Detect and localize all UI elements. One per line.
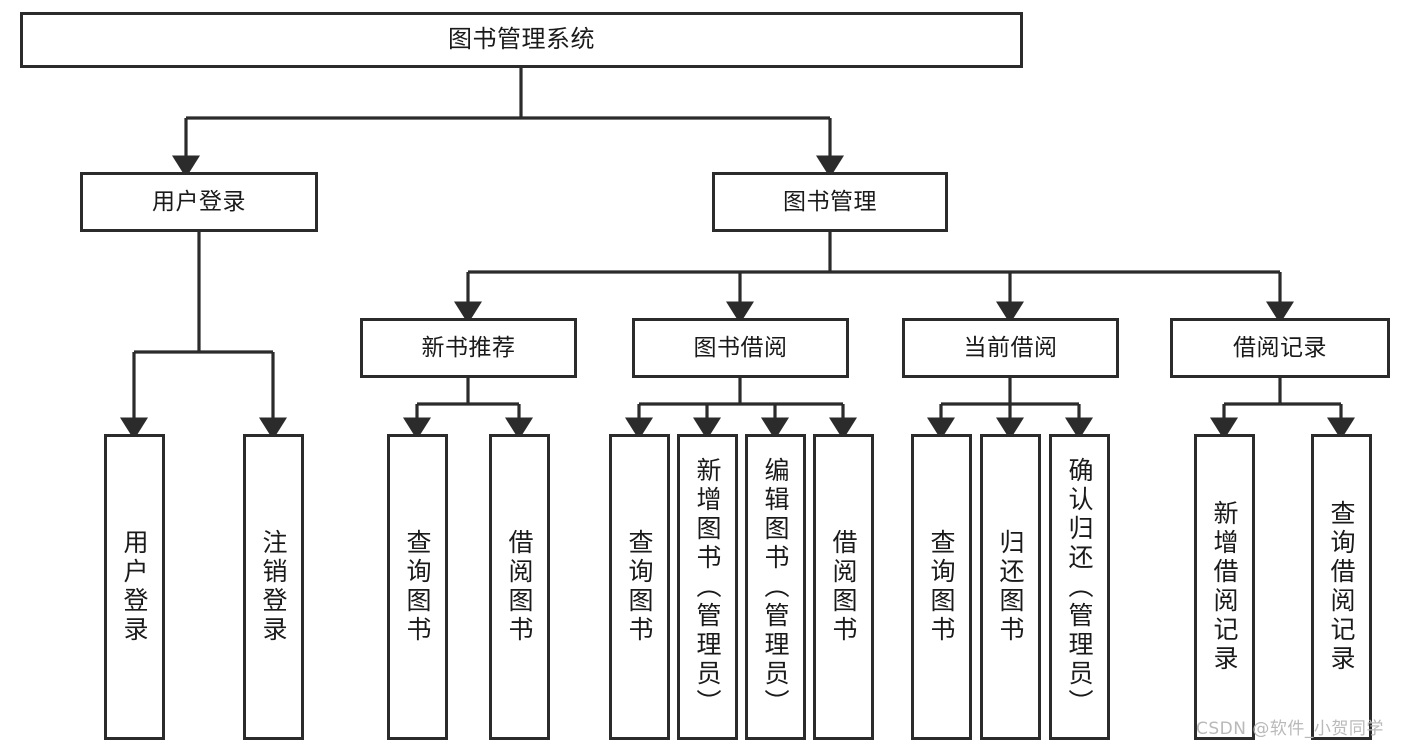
leaf-label: 新增图书（管理员）	[693, 456, 722, 718]
leaf-label: 查询图书	[403, 529, 432, 645]
node-book-borrow[interactable]: 图书借阅	[632, 318, 849, 378]
leaf-user-login-logout[interactable]: 注销登录	[243, 434, 304, 740]
leaf-label: 查询借阅记录	[1327, 500, 1356, 674]
node-user-login-label: 用户登录	[152, 188, 246, 215]
node-current-borrow-label: 当前借阅	[963, 334, 1058, 361]
node-new-book[interactable]: 新书推荐	[360, 318, 577, 378]
leaf-book-borrow-add[interactable]: 新增图书（管理员）	[677, 434, 738, 740]
node-book-manage[interactable]: 图书管理	[712, 172, 948, 232]
leaf-new-book-query[interactable]: 查询图书	[387, 434, 448, 740]
leaf-label: 编辑图书（管理员）	[761, 456, 790, 718]
leaf-book-borrow-edit[interactable]: 编辑图书（管理员）	[745, 434, 806, 740]
leaf-label: 注销登录	[259, 529, 288, 645]
node-user-login[interactable]: 用户登录	[80, 172, 318, 232]
leaf-user-login-login[interactable]: 用户登录	[104, 434, 165, 740]
leaf-current-borrow-return[interactable]: 归还图书	[980, 434, 1041, 740]
leaf-label: 查询图书	[927, 529, 956, 645]
node-book-borrow-label: 图书借阅	[693, 334, 788, 361]
node-current-borrow[interactable]: 当前借阅	[902, 318, 1119, 378]
leaf-label: 查询图书	[625, 529, 654, 645]
node-borrow-record-label: 借阅记录	[1233, 334, 1327, 361]
leaf-borrow-record-query[interactable]: 查询借阅记录	[1311, 434, 1372, 740]
leaf-new-book-borrow[interactable]: 借阅图书	[489, 434, 550, 740]
leaf-label: 归还图书	[996, 529, 1025, 645]
watermark: CSDN @软件_小贺同学	[1196, 719, 1384, 739]
leaf-current-borrow-confirm[interactable]: 确认归还（管理员）	[1049, 434, 1110, 740]
leaf-book-borrow-borrow[interactable]: 借阅图书	[813, 434, 874, 740]
leaf-label: 借阅图书	[505, 529, 534, 645]
leaf-borrow-record-add[interactable]: 新增借阅记录	[1194, 434, 1255, 740]
leaf-label: 新增借阅记录	[1210, 500, 1239, 674]
leaf-book-borrow-query[interactable]: 查询图书	[609, 434, 670, 740]
leaf-label: 确认归还（管理员）	[1065, 456, 1094, 718]
leaf-label: 用户登录	[120, 529, 149, 645]
node-root[interactable]: 图书管理系统	[20, 12, 1023, 68]
node-root-label: 图书管理系统	[448, 25, 595, 54]
leaf-label: 借阅图书	[829, 529, 858, 645]
node-borrow-record[interactable]: 借阅记录	[1170, 318, 1390, 378]
leaf-current-borrow-query[interactable]: 查询图书	[911, 434, 972, 740]
node-book-manage-label: 图书管理	[783, 188, 877, 215]
node-new-book-label: 新书推荐	[421, 334, 516, 361]
